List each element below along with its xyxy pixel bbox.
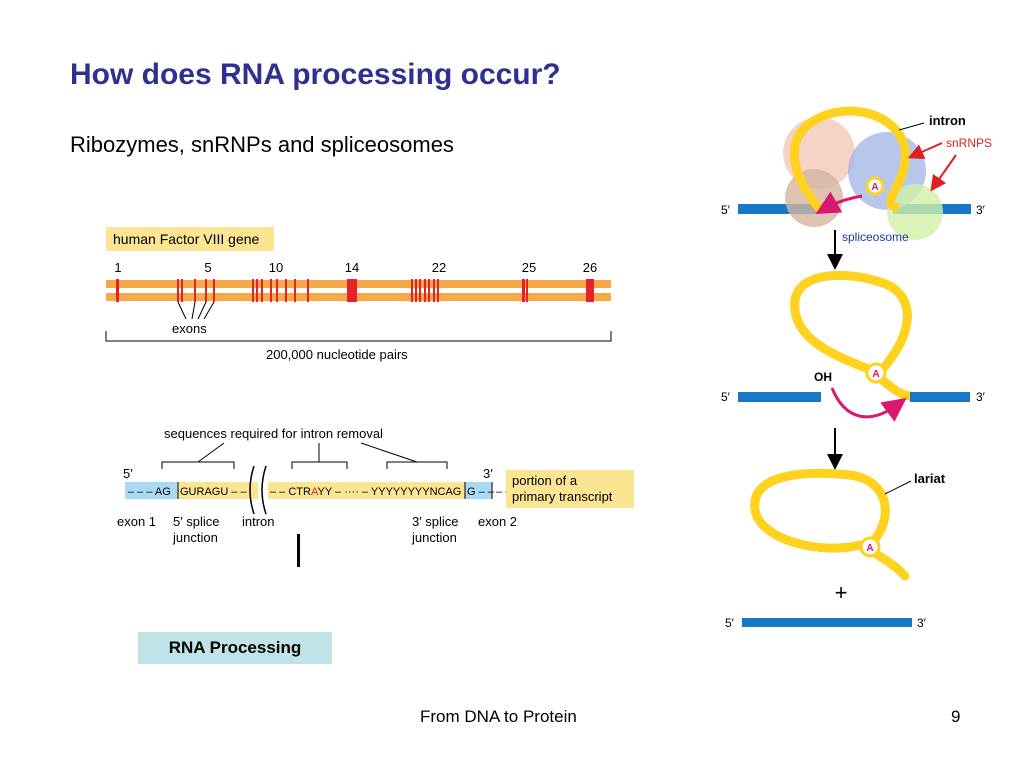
exon-number: 25	[522, 260, 536, 275]
intron-loop-panel2	[790, 270, 912, 377]
spliceosome-label: spliceosome	[842, 230, 909, 244]
lariat-loop	[750, 468, 890, 553]
lariat-pointer	[884, 480, 912, 495]
exon1-seq: – – – AG	[128, 486, 171, 498]
panel1-3prime: 3′	[976, 203, 986, 217]
intron-pointer	[898, 122, 925, 131]
lariat-tail	[870, 548, 910, 581]
splice5-label-2: junction	[172, 530, 218, 545]
exon2-label: exon 2	[478, 514, 517, 529]
branch-a-circle	[865, 176, 885, 196]
gene-label: human Factor VIII gene	[113, 231, 260, 247]
panel2-3prime: 3′	[976, 390, 986, 404]
lariat-label: lariat	[914, 471, 946, 486]
length-label: 200,000 nucleotide pairs	[266, 347, 408, 362]
splice5-label-1: 5′ splice	[173, 514, 220, 529]
divider-bar	[297, 534, 300, 567]
segment-dividers	[177, 482, 493, 499]
transcript-5prime: 5′	[123, 466, 133, 481]
page-subtitle: Ribozymes, snRNPs and spliceosomes	[70, 132, 454, 157]
intron-loop	[789, 106, 910, 212]
snrnps-label: snRNPS	[946, 136, 992, 150]
footer-title: From DNA to Protein	[420, 707, 577, 726]
gene-label-box	[106, 227, 274, 251]
exon-number: 22	[432, 260, 446, 275]
splice5-seq: GURAGU – –	[180, 486, 248, 498]
oh-label: OH	[814, 370, 832, 384]
snrnp-particle	[887, 184, 943, 240]
cut-arrow	[815, 191, 863, 214]
snrnp-particle	[783, 117, 855, 189]
exons-label: exons	[172, 321, 207, 336]
portion-label-box	[506, 470, 634, 508]
transcript-3prime: 3′	[483, 466, 493, 481]
intron-tail-panel2	[875, 373, 915, 401]
portion-label-2: primary transcript	[512, 489, 613, 504]
plus-sign: +	[835, 580, 848, 605]
branch-point-a: A	[311, 486, 319, 498]
exon-number: 5	[204, 260, 211, 275]
exon-3prime-bar-2	[910, 392, 970, 402]
exon-number: 26	[583, 260, 597, 275]
panel1-5prime: 5′	[721, 203, 731, 217]
snrnps-arrow-1	[907, 142, 943, 160]
snrnp-particle	[848, 132, 926, 210]
trailing-dashes: – –	[496, 486, 512, 498]
exon2-seq: G – –	[467, 486, 495, 498]
exon1-segment	[125, 482, 178, 499]
sequences-header: sequences required for intron removal	[164, 426, 383, 441]
splice3-label-2: junction	[411, 530, 457, 545]
splice3-label-1: 3′ splice	[412, 514, 459, 529]
branch-a-circle-3	[859, 536, 881, 558]
branch-a-label-2: A	[872, 369, 879, 380]
exon1-label: exon 1	[117, 514, 156, 529]
portion-label-1: portion of a	[512, 473, 578, 488]
exon-5prime-bar	[738, 204, 820, 214]
splice5-segment	[178, 482, 258, 499]
joined-exons-bar	[742, 618, 912, 627]
ligation-arrow	[830, 387, 907, 422]
gene-bar-bottom	[106, 293, 611, 301]
branch-a-label: A	[871, 182, 878, 193]
exon-number: 10	[269, 260, 283, 275]
exon2-segment	[465, 482, 492, 499]
branch-a-label-3: A	[866, 543, 873, 554]
exon-number: 14	[345, 260, 359, 275]
intron-label: intron	[929, 113, 966, 128]
page-title: How does RNA processing occur?	[70, 58, 561, 91]
panel3-3prime: 3′	[917, 616, 927, 630]
rna-processing-caption: RNA Processing	[138, 632, 332, 664]
exon-number: 1	[114, 260, 121, 275]
length-bracket	[105, 331, 612, 342]
intron-left-seq: – – CTRAYY – ···· – YYYYYYYYNCAG	[270, 486, 461, 498]
gene-bar-top	[106, 280, 611, 288]
intron-segment	[268, 482, 465, 499]
exon-marks	[116, 279, 594, 302]
panel3-5prime: 5′	[725, 616, 735, 630]
exon-pointer-lines	[177, 301, 215, 320]
panel2-5prime: 5′	[721, 390, 731, 404]
snrnps-arrow-2	[930, 154, 957, 192]
branch-a-circle-2	[865, 362, 887, 384]
sequence-brackets	[161, 442, 448, 469]
break-mark	[249, 465, 267, 515]
intron-label: intron	[242, 514, 275, 529]
exon-3prime-bar	[893, 204, 971, 214]
page-number: 9	[951, 707, 961, 726]
exon-5prime-bar-2	[738, 392, 821, 402]
snrnp-particle	[785, 169, 843, 227]
